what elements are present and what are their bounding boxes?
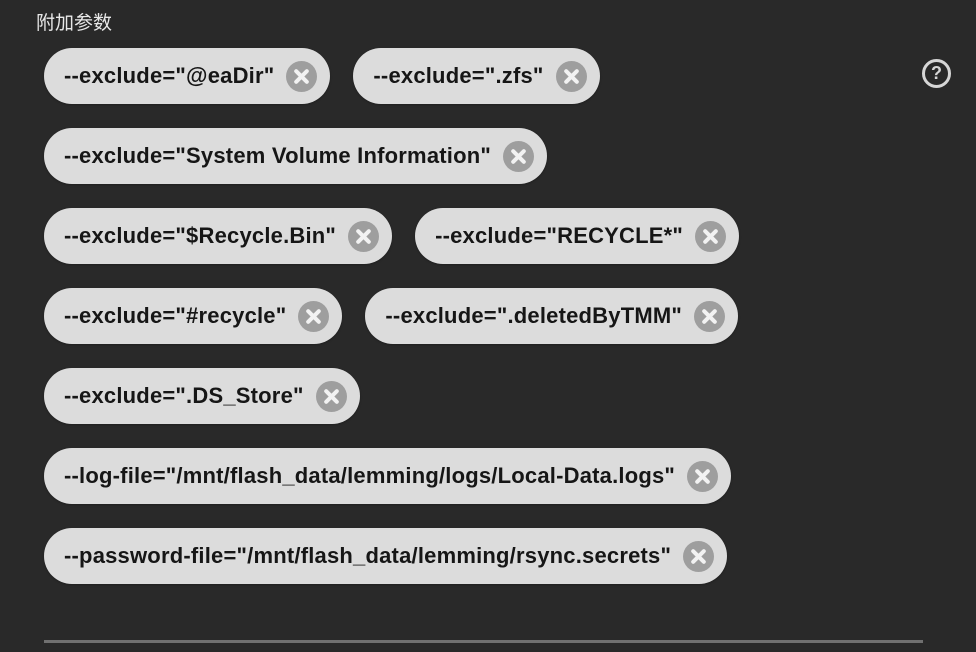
help-glyph: ? [931, 63, 942, 83]
param-chip: --exclude="RECYCLE*" [415, 208, 740, 264]
param-chip-label: --exclude=".DS_Store" [64, 383, 304, 408]
param-chip-label: --exclude="RECYCLE*" [435, 223, 684, 248]
close-icon[interactable] [695, 220, 727, 252]
chip-row: --log-file="/mnt/flash_data/lemming/logs… [44, 448, 916, 504]
divider [44, 640, 923, 643]
close-icon[interactable] [315, 380, 347, 412]
chip-row: --exclude=".DS_Store" [44, 368, 916, 424]
param-chip-label: --exclude="#recycle" [64, 303, 287, 328]
param-chip: --exclude="#recycle" [44, 288, 343, 344]
param-chip-label: --exclude="$Recycle.Bin" [64, 223, 337, 248]
close-icon[interactable] [503, 140, 535, 172]
close-icon[interactable] [694, 300, 726, 332]
chip-row: --password-file="/mnt/flash_data/lemming… [44, 528, 916, 584]
param-chip-label: --exclude=".zfs" [373, 63, 544, 88]
param-chip: --exclude=".zfs" [353, 48, 600, 104]
param-chip-label: --log-file="/mnt/flash_data/lemming/logs… [64, 463, 676, 488]
chip-row: --exclude="System Volume Information" [44, 128, 916, 184]
close-icon[interactable] [298, 300, 330, 332]
close-icon[interactable] [555, 60, 587, 92]
param-chip: --exclude="$Recycle.Bin" [44, 208, 393, 264]
param-chip: --exclude=".deletedByTMM" [365, 288, 739, 344]
param-chip: --exclude="System Volume Information" [44, 128, 548, 184]
param-chip: --exclude="@eaDir" [44, 48, 331, 104]
section-label: 附加参数 [36, 13, 113, 34]
help-circle-icon[interactable]: ? [922, 59, 951, 88]
param-chip: --password-file="/mnt/flash_data/lemming… [44, 528, 728, 584]
param-chip: --log-file="/mnt/flash_data/lemming/logs… [44, 448, 732, 504]
param-chip-label: --exclude="System Volume Information" [64, 143, 492, 168]
close-icon[interactable] [348, 220, 380, 252]
chip-row: --exclude="@eaDir" --exclude=".zfs" [44, 48, 916, 104]
param-chips-container: --exclude="@eaDir" --exclude=".zfs" --ex… [44, 48, 916, 584]
param-chip-label: --password-file="/mnt/flash_data/lemming… [64, 543, 672, 568]
close-icon[interactable] [687, 460, 719, 492]
close-icon[interactable] [683, 540, 715, 572]
param-chip-label: --exclude=".deletedByTMM" [385, 303, 683, 328]
param-chip-label: --exclude="@eaDir" [64, 63, 275, 88]
chip-row: --exclude="$Recycle.Bin" --exclude="RECY… [44, 208, 916, 264]
close-icon[interactable] [286, 60, 318, 92]
param-chip: --exclude=".DS_Store" [44, 368, 360, 424]
chip-row: --exclude="#recycle" --exclude=".deleted… [44, 288, 916, 344]
